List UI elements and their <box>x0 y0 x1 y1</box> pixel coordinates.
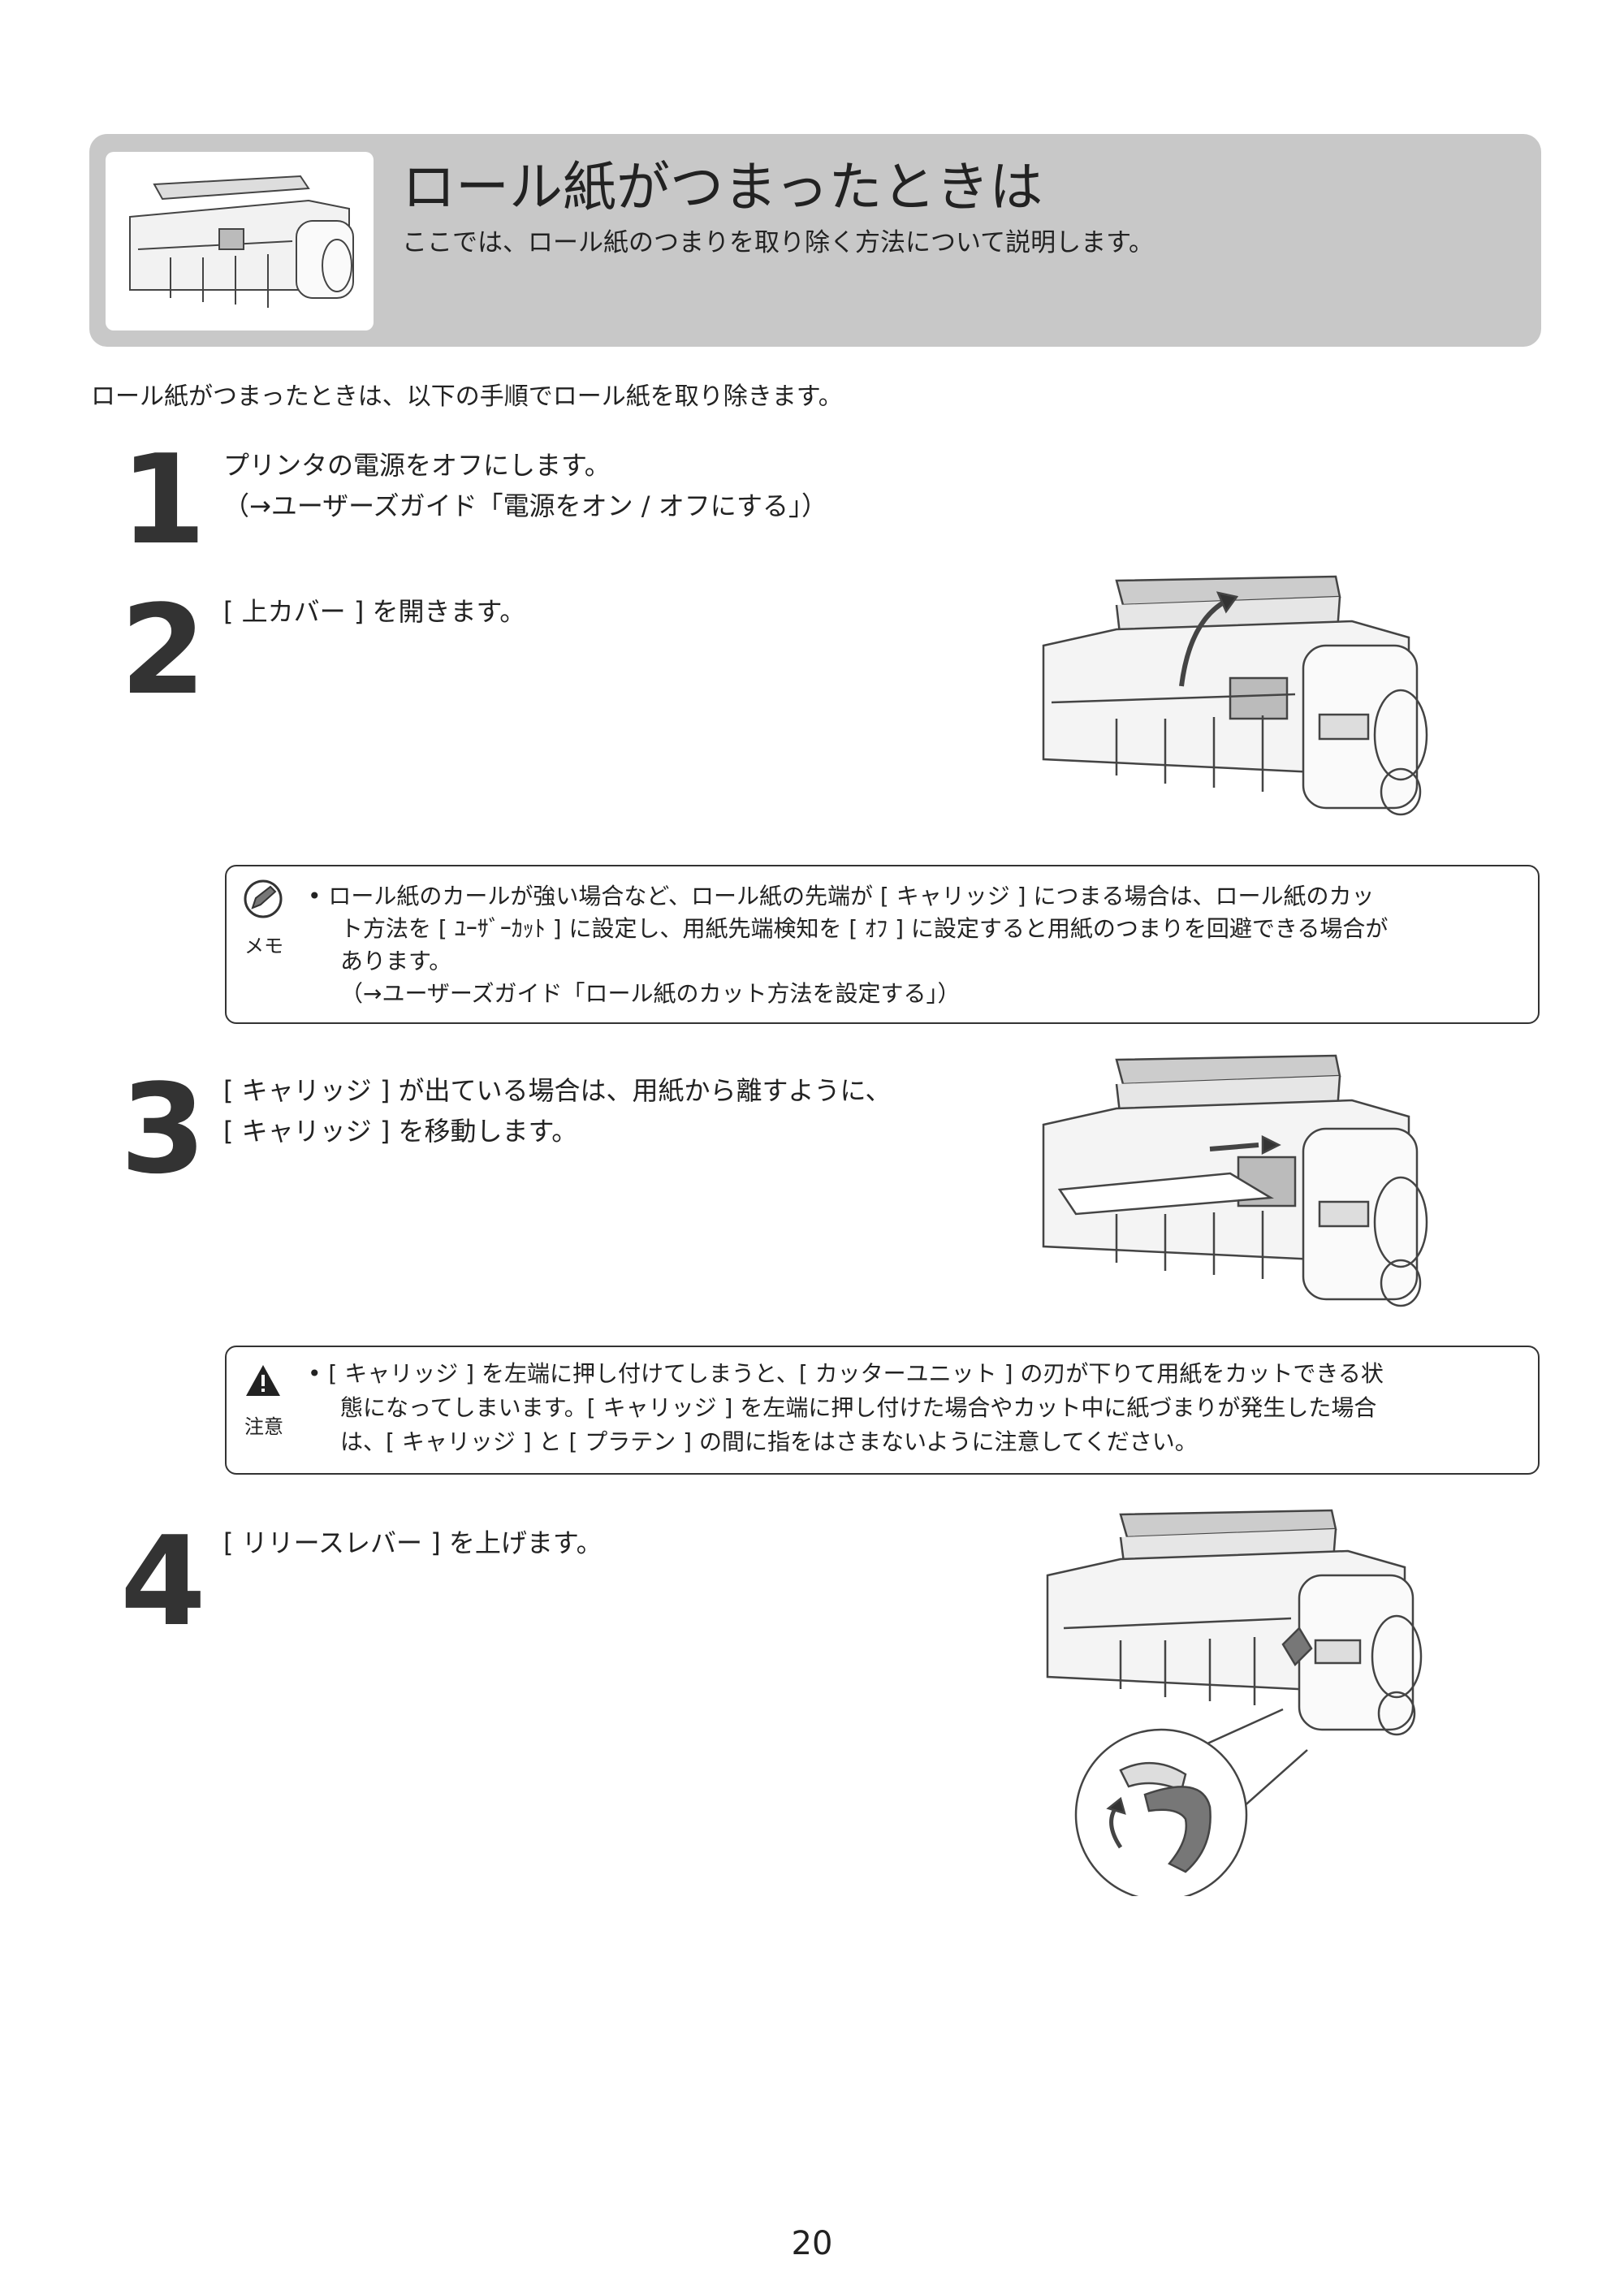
step-1-line-1: プリンタの電源をオフにします。 <box>223 450 611 481</box>
page-subtitle: ここでは、ロール紙のつまりを取り除く方法について説明します。 <box>402 228 1154 257</box>
step-2-text: [ 上カバー ] を開きます。 <box>223 591 525 632</box>
page-number: 20 <box>791 2225 833 2262</box>
caution-line-1: • [ キャリッジ ] を左端に押し付けてしまうと、[ カッターユニット ] の… <box>308 1360 1384 1387</box>
memo-label: メモ <box>244 935 283 957</box>
step-number-2: 2 <box>120 578 206 722</box>
printer-open-cover-illustration <box>1027 572 1482 819</box>
memo-line-3: あります。 <box>340 948 452 974</box>
printer-thumbnail-illustration <box>129 175 354 308</box>
caution-box: 注意 • [ キャリッジ ] を左端に押し付けてしまうと、[ カッターユニット … <box>225 1346 1540 1475</box>
printer-release-lever-illustration <box>1039 1506 1470 1902</box>
memo-line-1: • ロール紙のカールが強い場合など、ロール紙の先端が [ キャリッジ ] につま… <box>308 883 1375 909</box>
step-3-line-2: [ キャリッジ ] を移動します。 <box>223 1116 578 1147</box>
caution-label: 注意 <box>244 1415 283 1438</box>
step-1-line-2: （→ユーザーズガイド「電源をオン / オフにする」） <box>223 490 828 521</box>
pencil-memo-icon <box>244 879 283 918</box>
memo-line-2: ト方法を [ ﾕｰｻﾞｰｶｯﾄ ] に設定し、用紙先端検知を [ ｵﾌ ] に設… <box>340 915 1389 942</box>
printer-thumbnail <box>106 152 374 330</box>
step-number-1: 1 <box>120 428 206 572</box>
memo-box: メモ • ロール紙のカールが強い場合など、ロール紙の先端が [ キャリッジ ] … <box>225 865 1540 1024</box>
intro-text: ロール紙がつまったときは、以下の手順でロール紙を取り除きます。 <box>91 382 843 411</box>
warning-triangle-icon <box>246 1365 280 1396</box>
step-number-4: 4 <box>120 1510 206 1653</box>
caution-line-2: 態になってしまいます。[ キャリッジ ] を左端に押し付けた場合やカット中に紙づ… <box>340 1394 1377 1421</box>
header-banner: ロール紙がつまったときは ここでは、ロール紙のつまりを取り除く方法について説明し… <box>89 134 1541 347</box>
step-4-text: [ リリースレバー ] を上げます。 <box>223 1523 603 1563</box>
step-3-text: [ キャリッジ ] が出ている場合は、用紙から離すように、 [ キャリッジ ] … <box>223 1070 892 1151</box>
step-number-3: 3 <box>120 1057 206 1201</box>
step-2-line-1: [ 上カバー ] を開きます。 <box>223 596 526 627</box>
printer-move-carriage-illustration <box>1027 1052 1482 1315</box>
step-1-text: プリンタの電源をオフにします。 （→ユーザーズガイド「電源をオン / オフにする… <box>223 445 827 526</box>
step-3-line-1: [ キャリッジ ] が出ている場合は、用紙から離すように、 <box>223 1075 892 1106</box>
step-4-line-1: [ リリースレバー ] を上げます。 <box>223 1527 603 1558</box>
page-title: ロール紙がつまったときは <box>402 156 1043 218</box>
caution-line-3: は、[ キャリッジ ] と [ プラテン ] の間に指をはさまないように注意して… <box>340 1428 1198 1455</box>
memo-line-4: （→ユーザーズガイド「ロール紙のカット方法を設定する」） <box>340 980 961 1007</box>
